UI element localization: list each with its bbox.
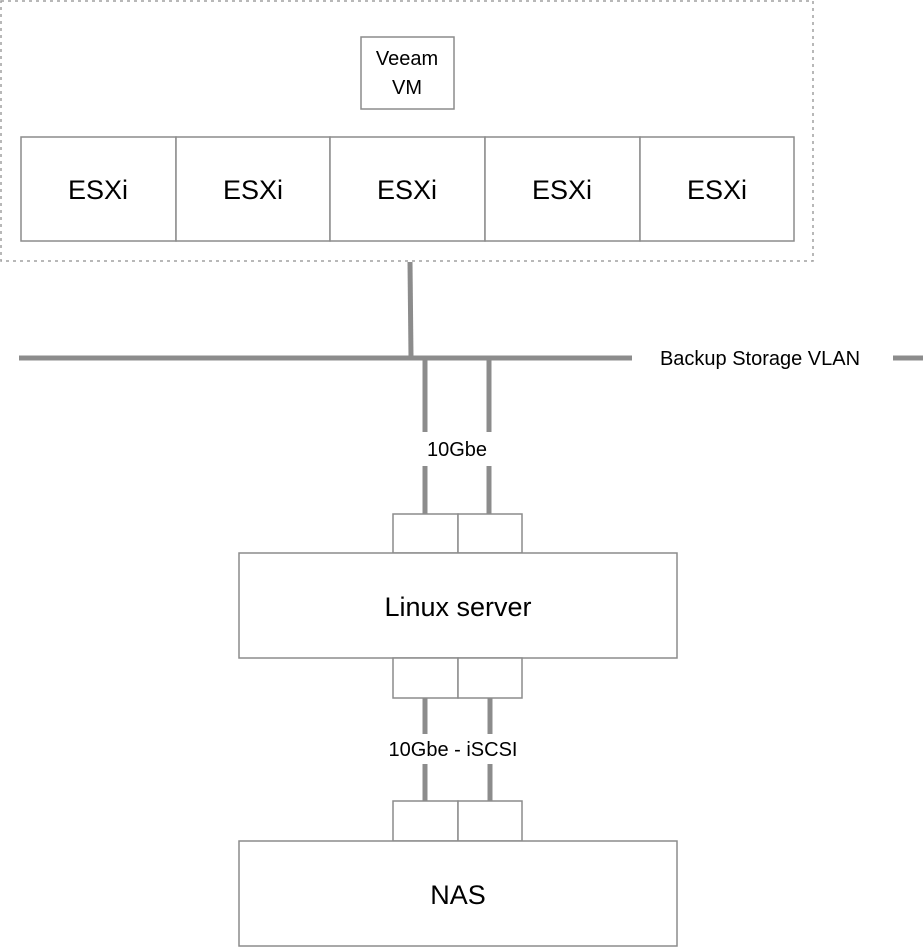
- linux-server-label: Linux server: [384, 592, 531, 622]
- veeam-vm-node: Veeam VM: [360, 36, 455, 110]
- server-port-top-2: [457, 513, 523, 554]
- esxi-host: ESXi: [329, 136, 486, 242]
- nas-port-1: [392, 800, 459, 842]
- esxi-host-row: ESXi ESXi ESXi ESXi ESXi: [20, 136, 795, 242]
- veeam-vm-label-line1: Veeam: [376, 48, 438, 70]
- esxi-host-label: ESXi: [377, 175, 437, 205]
- esxi-host: ESXi: [175, 136, 331, 242]
- cluster-uplink: [407, 261, 414, 358]
- esxi-host-label: ESXi: [223, 175, 283, 205]
- veeam-vm-label-line2: VM: [392, 77, 422, 99]
- esxi-host-label: ESXi: [687, 175, 747, 205]
- server-port-bottom-2: [457, 657, 523, 699]
- server-port-top-1: [392, 513, 459, 554]
- iscsi-link-label: 10Gbe - iSCSI: [389, 739, 518, 761]
- esxi-host-label: ESXi: [68, 175, 128, 205]
- esxi-host: ESXi: [484, 136, 641, 242]
- linux-server-node: Linux server: [238, 552, 678, 659]
- esxi-host: ESXi: [639, 136, 795, 242]
- nas-port-2: [457, 800, 523, 842]
- server-port-bottom-1: [392, 657, 459, 699]
- esxi-host: ESXi: [20, 136, 177, 242]
- cluster-boundary: [0, 0, 814, 262]
- esxi-host-label: ESXi: [532, 175, 592, 205]
- nas-label: NAS: [430, 880, 486, 910]
- uplink-speed-label: 10Gbe: [427, 439, 487, 461]
- vlan-label: Backup Storage VLAN: [660, 348, 860, 370]
- nas-node: NAS: [238, 840, 678, 947]
